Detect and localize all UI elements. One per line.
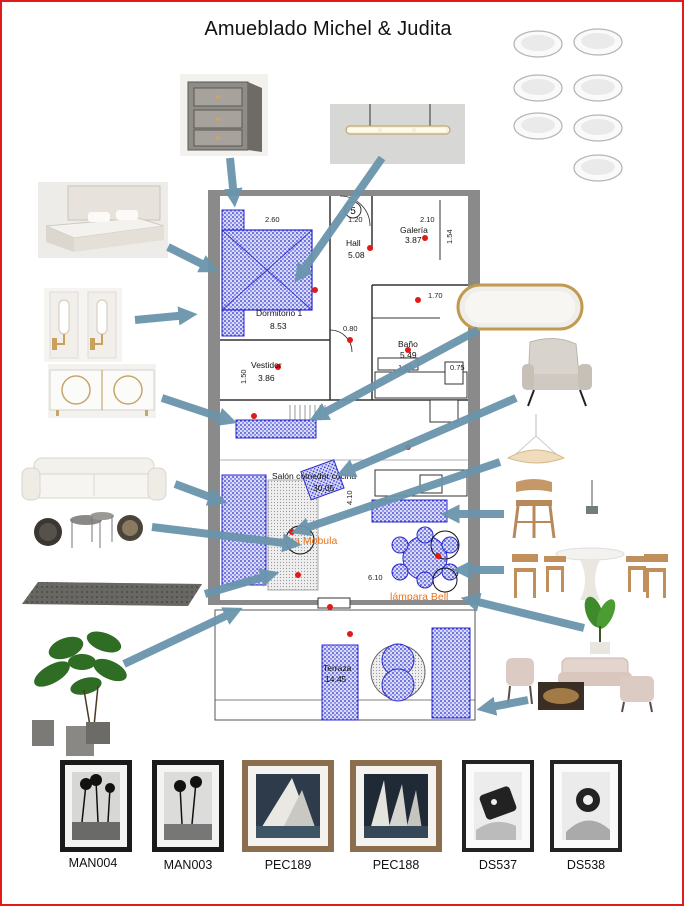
wall-sconces-image xyxy=(44,288,122,362)
svg-text:2.60: 2.60 xyxy=(265,215,280,224)
zone-tv xyxy=(317,597,351,609)
bar-stool-image xyxy=(510,476,558,540)
svg-text:8.53: 8.53 xyxy=(270,321,287,331)
svg-text:4.10: 4.10 xyxy=(345,490,354,505)
svg-text:Baño: Baño xyxy=(398,339,418,349)
art-caption-pec189: PEC189 xyxy=(264,858,312,872)
label-lampara-mobula: lámpara Mobula xyxy=(262,535,337,547)
svg-text:3.87: 3.87 xyxy=(405,235,422,245)
art-ds537 xyxy=(462,760,534,852)
art-caption-man004: MAN004 xyxy=(68,856,118,870)
svg-text:1.54: 1.54 xyxy=(445,229,454,244)
svg-text:1.65: 1.65 xyxy=(398,363,413,372)
svg-text:5.08: 5.08 xyxy=(348,250,365,260)
art-pec189 xyxy=(242,760,334,852)
zone-nightstand-right xyxy=(221,309,245,337)
art-caption-pec188: PEC188 xyxy=(372,858,420,872)
svg-text:Hall: Hall xyxy=(346,238,361,248)
zone-terrace-table xyxy=(321,644,359,721)
lamp-bell-ring-2 xyxy=(432,567,458,593)
svg-text:1.50: 1.50 xyxy=(239,369,248,384)
dining-set-image xyxy=(508,542,670,602)
art-pec188 xyxy=(350,760,442,852)
art-caption-man003: MAN003 xyxy=(163,858,213,872)
bed-image xyxy=(38,182,168,258)
svg-text:3.86: 3.86 xyxy=(258,373,275,383)
svg-text:2.10: 2.10 xyxy=(420,215,435,224)
art-caption-ds537: DS537 xyxy=(478,858,518,872)
small-pendant-image xyxy=(582,480,602,520)
armchair-image xyxy=(520,334,596,410)
zone-stools xyxy=(371,499,448,523)
board-title: Amueblado Michel & Judita xyxy=(204,18,452,40)
sofa-image xyxy=(20,452,168,510)
art-man004 xyxy=(60,760,132,852)
art-ds538 xyxy=(550,760,622,852)
art-man003 xyxy=(152,760,224,852)
downlights-image xyxy=(508,22,628,184)
svg-text:0.80: 0.80 xyxy=(343,324,358,333)
zone-sofa xyxy=(221,474,267,586)
banana-plant-image xyxy=(580,596,620,656)
svg-text:0.75: 0.75 xyxy=(450,363,465,372)
svg-text:30.05: 30.05 xyxy=(313,483,335,493)
svg-text:Vestidor: Vestidor xyxy=(251,360,282,370)
svg-text:1.20: 1.20 xyxy=(348,215,363,224)
side-tables-image xyxy=(30,508,148,554)
svg-text:Terraza: Terraza xyxy=(323,663,352,673)
furniture-zones xyxy=(221,209,471,721)
zone-terrace-sofa xyxy=(431,627,471,719)
svg-text:5.49: 5.49 xyxy=(400,350,417,360)
svg-text:6.10: 6.10 xyxy=(368,573,383,582)
rug-image xyxy=(20,580,205,608)
svg-text:14.45: 14.45 xyxy=(325,674,347,684)
sideboard-image xyxy=(48,364,156,418)
zone-nightstand-left xyxy=(221,209,245,231)
mirror-image xyxy=(455,282,585,332)
bell-pendant-image xyxy=(502,414,570,470)
svg-text:Dormitorio 1: Dormitorio 1 xyxy=(256,308,303,318)
plant-image xyxy=(26,626,134,758)
svg-text:Galería: Galería xyxy=(400,225,428,235)
svg-text:Salón comedor cocina: Salón comedor cocina xyxy=(272,471,356,481)
art-caption-ds538: DS538 xyxy=(566,858,606,872)
label-lampara-bell: lámpara Bell xyxy=(390,591,448,603)
zone-sideboard xyxy=(235,419,317,439)
nightstand-image xyxy=(180,74,268,156)
svg-text:1.70: 1.70 xyxy=(428,291,443,300)
terrace-set-image xyxy=(502,652,660,714)
pendant-bar-image xyxy=(330,104,465,164)
